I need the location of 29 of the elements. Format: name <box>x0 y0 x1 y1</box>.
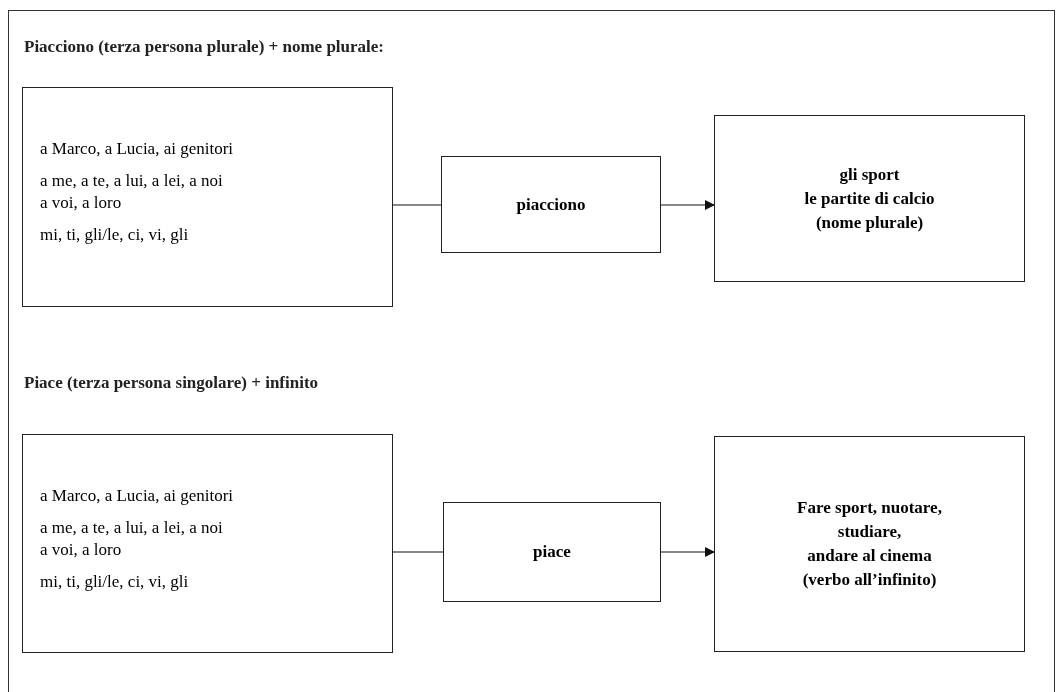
box-text: le partite di calcio <box>804 187 935 210</box>
concept-box <box>714 436 1025 652</box>
pronoun-text: a voi, a loro <box>40 192 123 214</box>
pronoun-text: a me, a te, a lui, a lei, a noi <box>40 516 224 539</box>
connector-line <box>392 204 442 206</box>
arrow <box>660 547 715 557</box>
connector-line <box>392 551 444 553</box>
box-text: andare al cinema <box>807 545 932 567</box>
section-heading: Piace (terza persona singolare) + infinito <box>24 372 319 394</box>
pronoun-list-box <box>22 434 393 653</box>
box-text: gli sport <box>839 163 900 186</box>
box-text: Fare sport, nuotare, <box>797 497 942 519</box>
concept-box <box>714 115 1025 282</box>
box-text: (nome plurale) <box>815 211 924 234</box>
box-text: studiare, <box>837 521 902 543</box>
box-text: piacciono <box>516 193 586 216</box>
pronoun-text: a Marco, a Lucia, ai genitori <box>40 138 235 160</box>
arrow <box>660 200 715 210</box>
pronoun-text: a Marco, a Lucia, ai genitori <box>40 484 235 507</box>
box-text: (verbo all’infinito) <box>802 569 937 591</box>
pronoun-text: a me, a te, a lui, a lei, a noi <box>40 170 224 192</box>
concept-box <box>441 156 661 253</box>
pronoun-text: a voi, a loro <box>40 538 123 561</box>
box-text: piace <box>533 541 571 563</box>
pronoun-list-box <box>22 87 393 307</box>
concept-box <box>443 502 661 602</box>
section-heading: Piacciono (terza persona plurale) + nome plurale: <box>24 36 384 58</box>
pronoun-text: mi, ti, gli/le, ci, vi, gli <box>40 570 190 593</box>
pronoun-text: mi, ti, gli/le, ci, vi, gli <box>40 224 190 246</box>
